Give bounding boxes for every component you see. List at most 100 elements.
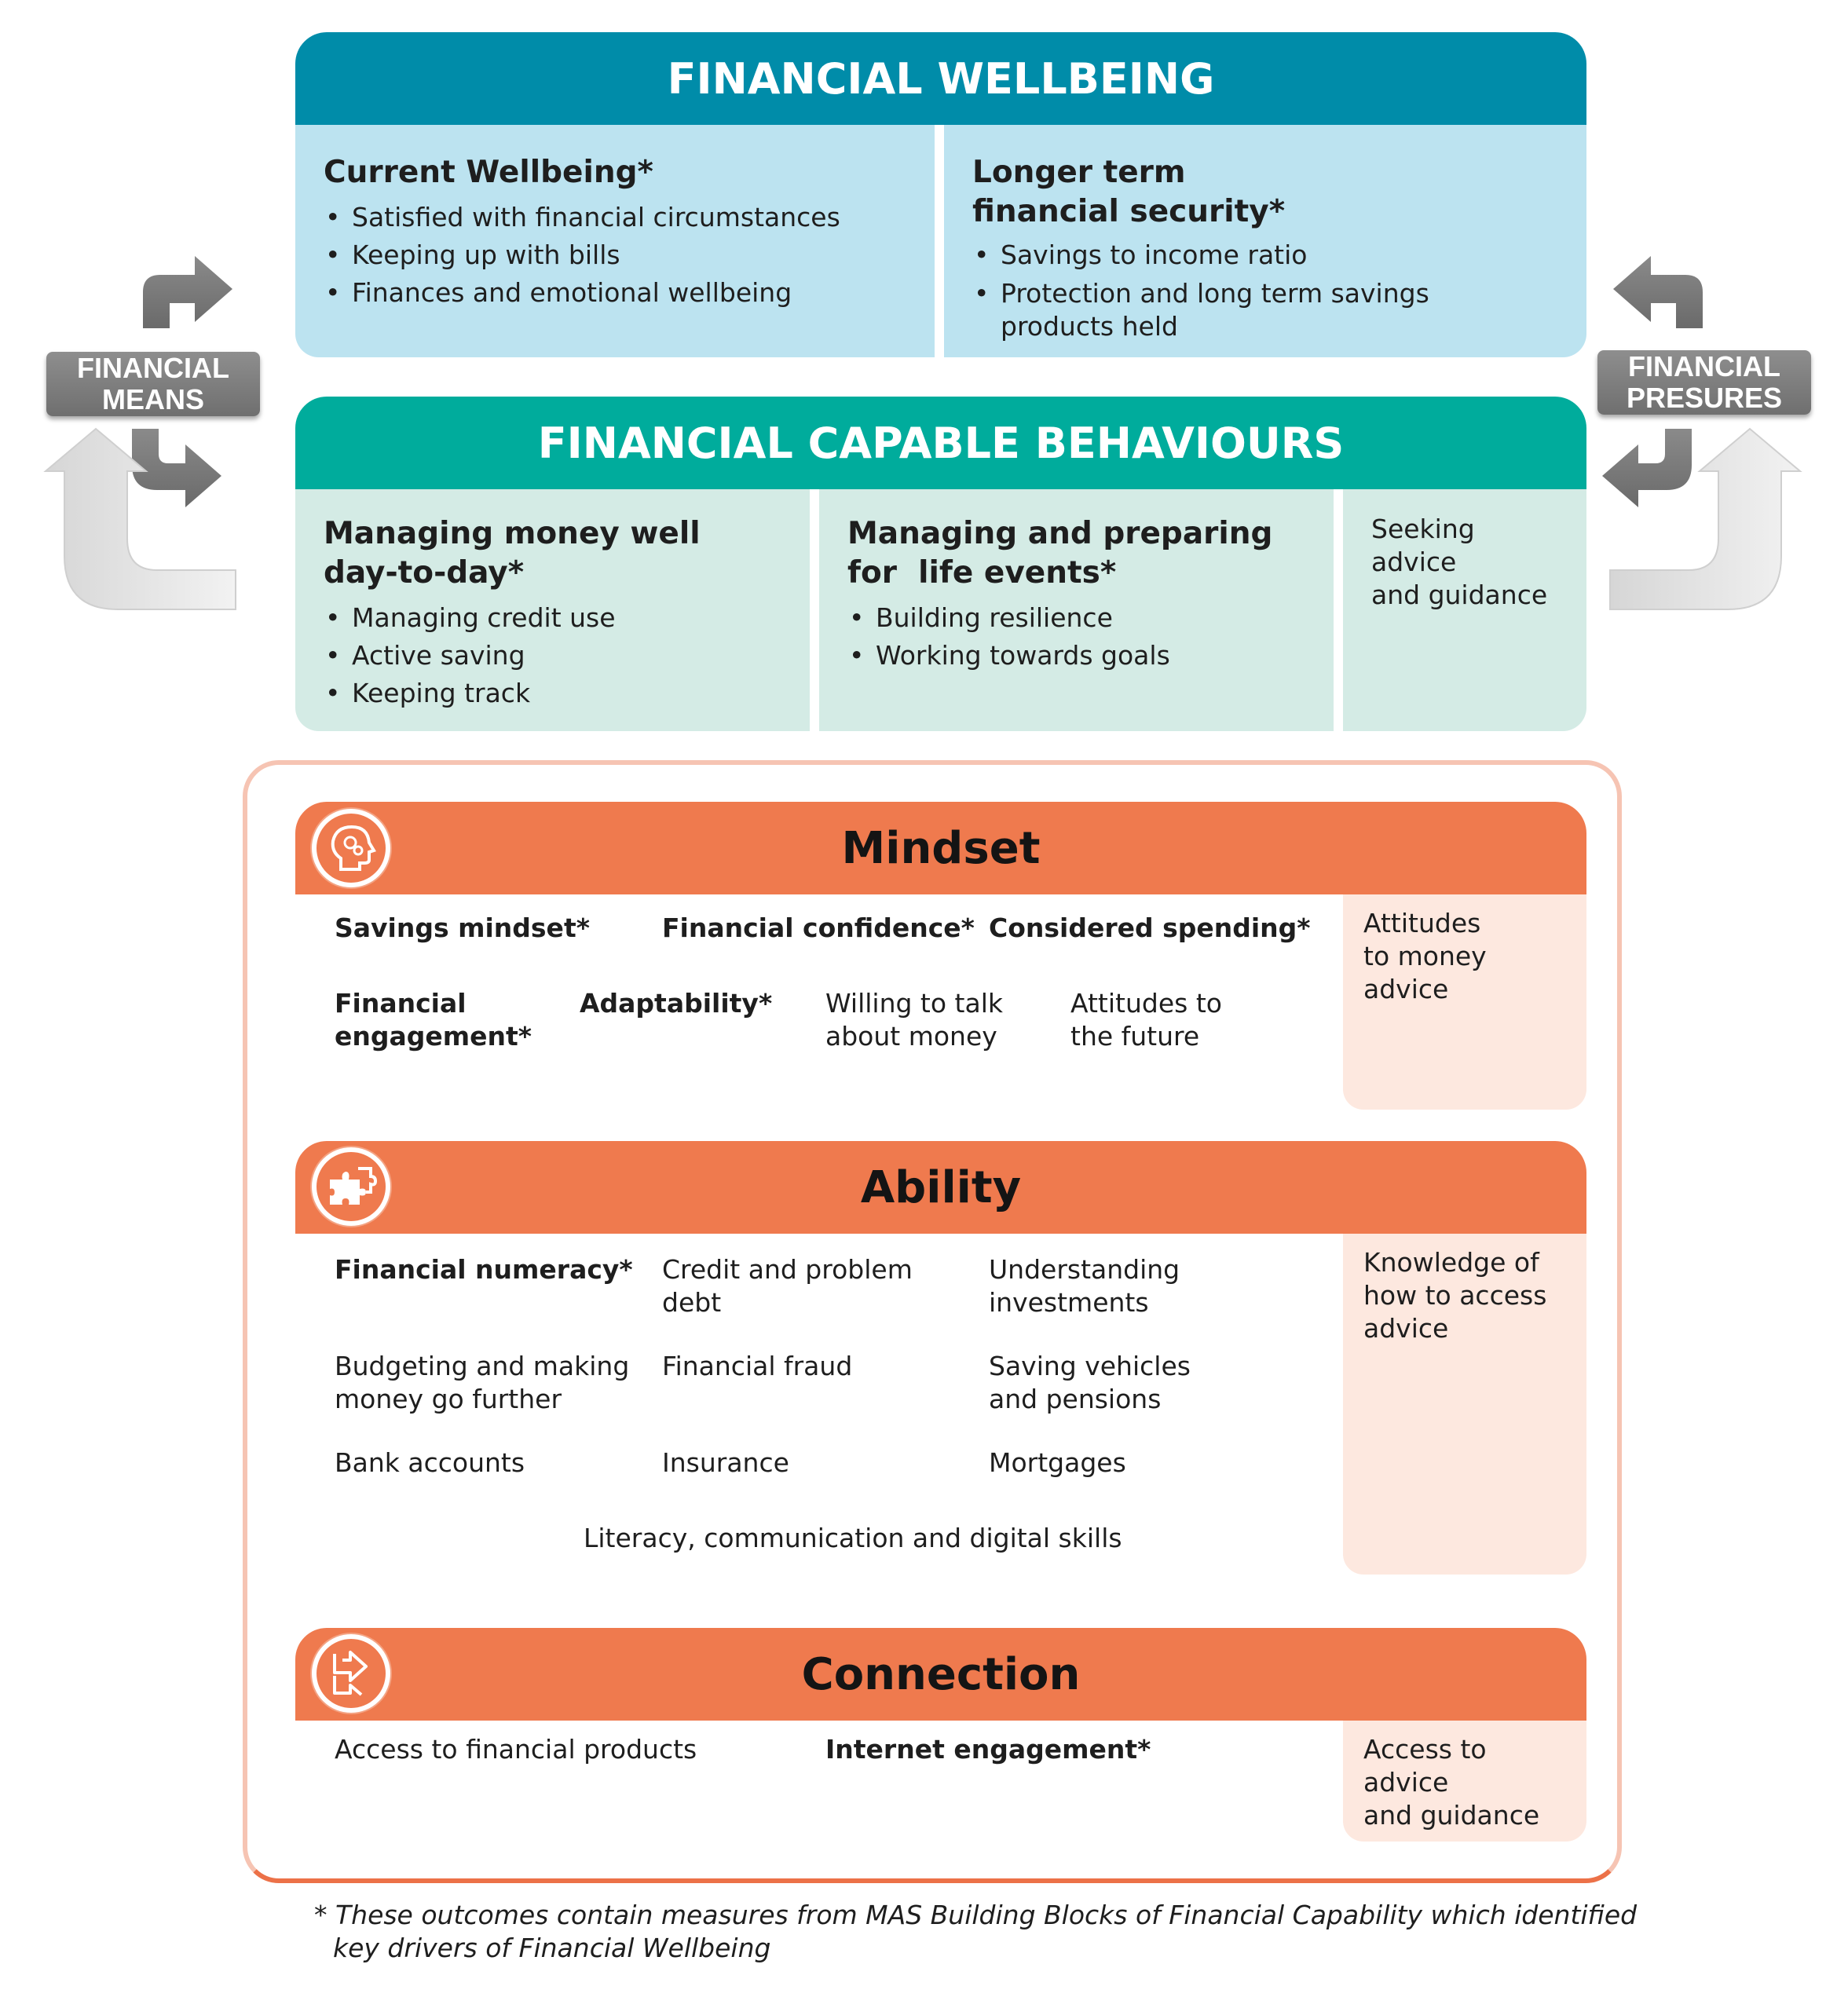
saving-vehicles-line1: Saving vehicles [989, 1351, 1191, 1381]
understanding-investments-line1: Understanding [989, 1254, 1180, 1285]
life-events-title-line1: Managing and preparing [847, 516, 1273, 551]
life-events-panel: Managing and preparing for life events* … [819, 489, 1334, 731]
longer-term-title: Longer term financial security* [972, 153, 1558, 232]
attitudes-money-advice-panel: Attitudes to money advice [1343, 894, 1586, 1110]
knowledge-access-advice-panel: Knowledge of how to access advice [1343, 1234, 1586, 1575]
puzzle-icon [312, 1147, 390, 1226]
knowledge-access-advice-line1: Knowledge of [1363, 1247, 1539, 1278]
savings-mindset: Savings mindset* [335, 913, 590, 943]
managing-money-title: Managing money well day-to-day* [324, 514, 781, 593]
list-item: Managing credit use [324, 599, 781, 637]
drivers-frame-bottom [243, 864, 1622, 1883]
life-events-list: Building resilience Working towards goal… [847, 599, 1305, 675]
right-upper-arrow-icon [1613, 256, 1703, 328]
financial-wellbeing-header: FINANCIAL WELLBEING [295, 32, 1586, 125]
financial-fraud: Financial fraud [662, 1351, 853, 1381]
saving-vehicles: Saving vehicles and pensions [989, 1350, 1191, 1416]
list-item: Working towards goals [847, 637, 1305, 675]
seeking-advice-panel: Seeking advice and guidance [1343, 489, 1586, 731]
financial-pressures-label: FINANCIAL PRESURES [1597, 350, 1811, 415]
considered-spending: Considered spending* [989, 913, 1311, 943]
attitudes-money-advice-line1: Attitudes [1363, 908, 1481, 938]
budgeting: Budgeting and making money go further [335, 1350, 629, 1416]
managing-money-title-line2: day-to-day* [324, 555, 525, 591]
access-advice-line1: Access to advice [1363, 1734, 1487, 1798]
bank-accounts: Bank accounts [335, 1447, 525, 1478]
financial-numeracy: Financial numeracy* [335, 1254, 633, 1285]
side-arrows-graphic [43, 256, 1802, 610]
financial-confidence: Financial confidence* [662, 913, 975, 943]
willing-to-talk-line2: about money [825, 1021, 997, 1052]
capable-behaviours-title: FINANCIAL CAPABLE BEHAVIOURS [537, 418, 1345, 468]
life-events-title: Managing and preparing for life events* [847, 514, 1305, 593]
attitudes-to-future-line2: the future [1070, 1021, 1200, 1052]
footnote-line1: * These outcomes contain measures from M… [314, 1900, 1638, 1930]
list-item: Protection and long term savings product… [972, 277, 1440, 343]
managing-money-title-line1: Managing money well [324, 516, 701, 551]
financial-means-line2: MEANS [101, 383, 204, 415]
insurance: Insurance [662, 1447, 789, 1478]
capable-behaviours-header: FINANCIAL CAPABLE BEHAVIOURS [295, 397, 1586, 489]
seeking-advice-line1: Seeking advice [1371, 514, 1475, 577]
adaptability: Adaptability* [580, 988, 773, 1019]
mortgages: Mortgages [989, 1447, 1126, 1478]
willing-to-talk: Willing to talk about money [825, 987, 1003, 1053]
access-advice-line2: and guidance [1363, 1800, 1540, 1831]
willing-to-talk-line1: Willing to talk [825, 988, 1003, 1019]
list-item: Keeping up with bills [324, 236, 906, 274]
financial-means-line1: FINANCIAL [77, 352, 229, 384]
longer-term-title-line1: Longer term [972, 155, 1186, 190]
financial-pressures-line2: PRESURES [1626, 382, 1783, 414]
credit-problem-debt-line2: debt [662, 1287, 722, 1318]
access-financial-products: Access to financial products [335, 1734, 697, 1765]
financial-engagement-line1: Financial [335, 988, 467, 1019]
knowledge-access-advice-line3: advice [1363, 1313, 1449, 1344]
financial-engagement-line2: engagement* [335, 1021, 532, 1052]
current-wellbeing-title: Current Wellbeing* [324, 155, 653, 190]
list-item: Savings to income ratio [972, 236, 1558, 274]
budgeting-line1: Budgeting and making [335, 1351, 630, 1381]
ability-title: Ability [860, 1161, 1022, 1213]
mindset-header: Mindset [295, 802, 1586, 894]
credit-problem-debt-line1: Credit and problem [662, 1254, 913, 1285]
seeking-advice-line2: and guidance [1371, 580, 1548, 610]
financial-wellbeing-title: FINANCIAL WELLBEING [667, 53, 1215, 104]
head-gears-icon [312, 809, 390, 887]
mindset-title: Mindset [841, 822, 1041, 874]
ability-header: Ability [295, 1141, 1586, 1234]
literacy-skills: Literacy, communication and digital skil… [584, 1523, 1122, 1553]
right-big-return-arrow-icon [1609, 427, 1802, 610]
financial-engagement: Financial engagement* [335, 987, 532, 1053]
footnote: * These outcomes contain measures from M… [314, 1899, 1649, 1965]
left-upper-arrow-icon [143, 256, 232, 328]
longer-term-list: Savings to income ratio Protection and l… [972, 236, 1558, 343]
understanding-investments-line2: investments [989, 1287, 1149, 1318]
financial-means-label: FINANCIAL MEANS [46, 352, 260, 416]
attitudes-to-future-line1: Attitudes to [1070, 988, 1222, 1019]
internet-engagement: Internet engagement* [825, 1734, 1151, 1765]
longer-term-title-line2: financial security* [972, 194, 1286, 229]
understanding-investments: Understanding investments [989, 1253, 1180, 1319]
list-item: Building resilience [847, 599, 1305, 637]
saving-vehicles-line2: and pensions [989, 1384, 1162, 1414]
left-lower-arrow-icon [132, 429, 221, 507]
life-events-title-line2: for life events* [847, 555, 1117, 591]
longer-term-security-panel: Longer term financial security* Savings … [944, 125, 1586, 357]
managing-money-list: Managing credit use Active saving Keepin… [324, 599, 781, 712]
knowledge-access-advice-line2: how to access [1363, 1280, 1547, 1311]
footnote-line2: key drivers of Financial Wellbeing [333, 1933, 771, 1963]
list-item: Finances and emotional wellbeing [324, 274, 906, 312]
financial-pressures-line1: FINANCIAL [1628, 350, 1780, 382]
managing-money-panel: Managing money well day-to-day* Managing… [295, 489, 810, 731]
right-lower-arrow-icon [1602, 429, 1692, 507]
connection-header: Connection [295, 1628, 1586, 1721]
exchange-arrows-icon [312, 1634, 390, 1713]
attitudes-money-advice-line2: to money advice [1363, 941, 1487, 1004]
left-big-return-arrow-icon [43, 427, 236, 610]
current-wellbeing-list: Satisfied with financial circumstances K… [324, 199, 906, 312]
list-item: Keeping track [324, 675, 781, 712]
connection-title: Connection [801, 1648, 1081, 1700]
credit-problem-debt: Credit and problem debt [662, 1253, 913, 1319]
current-wellbeing-panel: Current Wellbeing* Satisfied with financ… [295, 125, 935, 357]
list-item: Active saving [324, 637, 781, 675]
